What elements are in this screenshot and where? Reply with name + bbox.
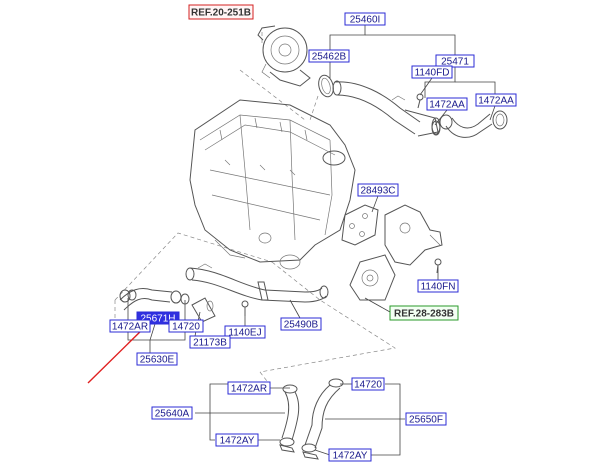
svg-text:25460I: 25460I (350, 15, 381, 26)
svg-text:25471: 25471 (441, 57, 469, 68)
label-28493c[interactable]: 28493C (357, 183, 399, 197)
label-25471[interactable]: 25471 (435, 54, 475, 68)
label-1472ay-left[interactable]: 1472AY (215, 433, 259, 447)
label-14720-left[interactable]: 14720 (168, 319, 204, 333)
bolt-1140ej-drawing (241, 300, 249, 316)
svg-text:1140FN: 1140FN (421, 282, 456, 293)
hose-25650f-drawing (301, 378, 344, 460)
label-1140ej[interactable]: 1140EJ (224, 325, 266, 339)
svg-text:21173B: 21173B (193, 338, 227, 349)
thermostat-housing-drawing (349, 204, 443, 301)
label-1472ar-bottom[interactable]: 1472AR (227, 381, 271, 395)
svg-text:1472AY: 1472AY (333, 451, 368, 462)
o-ring-25462b-drawing (318, 74, 334, 98)
svg-text:25490B: 25490B (284, 320, 319, 331)
label-25462b[interactable]: 25462B (308, 49, 350, 63)
svg-text:REF.20-251B: REF.20-251B (191, 8, 251, 19)
label-ref-28-283b[interactable]: REF.28-283B (389, 305, 459, 321)
label-25460i[interactable]: 25460I (344, 12, 386, 26)
hose-25640a-drawing (279, 384, 300, 453)
fitting-21173b-drawing (191, 297, 216, 323)
svg-text:25640A: 25640A (155, 409, 190, 420)
bolt-1140fd-drawing (416, 93, 424, 109)
upper-water-pipe-drawing (332, 80, 441, 137)
label-1472ar-left[interactable]: 1472AR (109, 319, 151, 333)
label-25630e[interactable]: 25630E (136, 352, 178, 366)
svg-text:1472AY: 1472AY (220, 436, 255, 447)
svg-text:25630E: 25630E (140, 355, 175, 366)
label-1140fd[interactable]: 1140FD (411, 65, 453, 79)
leader-lines (127, 25, 496, 456)
svg-text:REF.28-283B: REF.28-283B (394, 309, 454, 320)
svg-text:25650F: 25650F (409, 415, 443, 426)
water-pump-drawing (257, 25, 311, 87)
svg-text:1472AA: 1472AA (478, 96, 514, 107)
label-1472ay-right[interactable]: 1472AY (328, 448, 372, 462)
svg-text:1472AA: 1472AA (429, 100, 465, 111)
gasket-28493c-drawing (341, 204, 379, 246)
label-1472aa-right[interactable]: 1472AA (475, 93, 517, 107)
svg-text:1140FD: 1140FD (415, 68, 450, 79)
hose-25671h-drawing (119, 287, 190, 311)
label-25490b[interactable]: 25490B (280, 317, 322, 331)
svg-text:14720: 14720 (172, 322, 200, 333)
svg-text:1472AR: 1472AR (231, 384, 267, 395)
svg-text:1140EJ: 1140EJ (228, 328, 261, 339)
label-ref-20-251b[interactable]: REF.20-251B (188, 4, 254, 20)
svg-text:25462B: 25462B (312, 52, 347, 63)
label-25640a[interactable]: 25640A (151, 406, 193, 420)
label-14720-bottom[interactable]: 14720 (351, 377, 385, 391)
hose-25471-drawing (431, 110, 508, 138)
svg-text:25671H: 25671H (140, 314, 175, 325)
label-21173b[interactable]: 21173B (189, 335, 231, 349)
svg-text:14720: 14720 (354, 380, 382, 391)
engine-block-drawing (189, 99, 356, 270)
lower-water-pipe-drawing (185, 263, 329, 303)
svg-text:28493C: 28493C (360, 186, 395, 197)
svg-text:1472AR: 1472AR (112, 322, 148, 333)
label-1472aa-left[interactable]: 1472AA (426, 97, 468, 111)
label-1140fn[interactable]: 1140FN (417, 279, 459, 293)
label-25650f[interactable]: 25650F (405, 412, 447, 426)
